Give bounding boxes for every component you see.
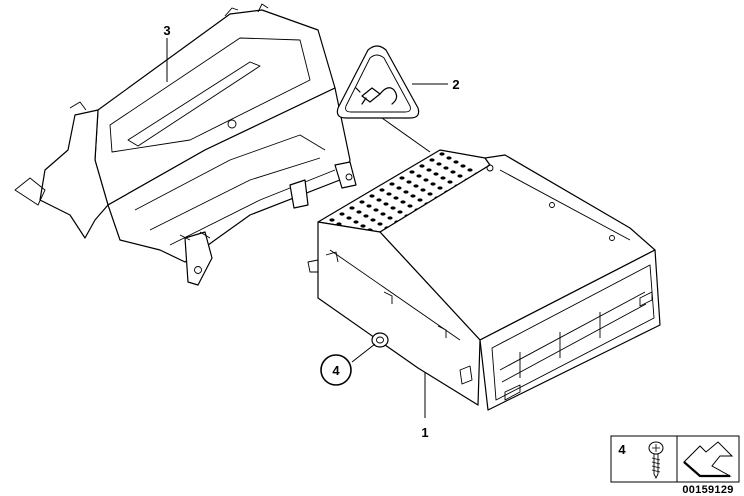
- vent-hole: [419, 164, 425, 168]
- vent-hole: [389, 182, 395, 186]
- callout-2-label: 2: [452, 77, 459, 92]
- vent-hole: [446, 156, 452, 160]
- vent-hole: [379, 188, 385, 192]
- callout-4-label: 4: [332, 363, 340, 378]
- radio-unit: [307, 149, 661, 411]
- vent-hole: [427, 192, 433, 196]
- vent-hole: [440, 176, 446, 180]
- vent-hole: [433, 172, 439, 176]
- callout-3: 3: [163, 23, 170, 38]
- vent-hole: [373, 208, 379, 212]
- vent-hole: [443, 166, 449, 170]
- vent-hole: [413, 184, 419, 188]
- leader-lines: [166, 38, 448, 418]
- vent-hole: [450, 170, 456, 174]
- vent-hole: [400, 200, 406, 204]
- vent-hole: [407, 204, 413, 208]
- vent-hole: [377, 222, 383, 226]
- vent-hole: [397, 210, 403, 214]
- callout-1: 1: [421, 425, 428, 440]
- vent-hole: [457, 174, 463, 178]
- vent-hole: [447, 180, 453, 184]
- vent-hole: [366, 204, 372, 208]
- vent-hole: [353, 220, 359, 224]
- warning-label: [336, 45, 420, 119]
- screw-part: [371, 332, 389, 348]
- callout-3-label: 3: [163, 23, 170, 38]
- vent-hole: [410, 194, 416, 198]
- vent-hole: [439, 152, 445, 156]
- mounting-bracket: [14, 3, 357, 286]
- vent-hole: [436, 162, 442, 166]
- callout-4: 4: [320, 354, 352, 386]
- vent-hole: [346, 216, 352, 220]
- vent-hole: [356, 210, 362, 214]
- reference-number: 00159129: [682, 484, 733, 496]
- vent-hole: [383, 202, 389, 206]
- vent-hole: [406, 180, 412, 184]
- vent-hole: [437, 186, 443, 190]
- vent-hole: [416, 174, 422, 178]
- vent-hole: [339, 212, 345, 216]
- legend-item-label: 4: [618, 442, 626, 457]
- flat-arrow-icon: [683, 441, 734, 478]
- vent-hole: [329, 218, 335, 222]
- vent-hole: [460, 164, 466, 168]
- vent-hole: [363, 214, 369, 218]
- vent-hole: [417, 198, 423, 202]
- plug-icon: [355, 87, 398, 105]
- vent-hole: [420, 188, 426, 192]
- vent-hole: [399, 176, 405, 180]
- vent-hole: [390, 206, 396, 210]
- vent-hole: [423, 178, 429, 182]
- vent-hole: [396, 186, 402, 190]
- vent-hole: [426, 168, 432, 172]
- vent-hole: [386, 192, 392, 196]
- legend-box: 4: [610, 435, 740, 483]
- vent-hole: [430, 182, 436, 186]
- vent-hole: [409, 170, 415, 174]
- vent-hole: [349, 206, 355, 210]
- callout-2: 2: [452, 77, 459, 92]
- vent-hole: [453, 160, 459, 164]
- vent-hole: [380, 212, 386, 216]
- vent-hole: [467, 168, 473, 172]
- screw-icon: [648, 441, 664, 480]
- callout-1-label: 1: [421, 425, 428, 440]
- vent-hole: [370, 218, 376, 222]
- vent-hole: [393, 196, 399, 200]
- vent-hole: [376, 198, 382, 202]
- vent-hole: [369, 194, 375, 198]
- vent-hole: [429, 158, 435, 162]
- vent-hole: [387, 216, 393, 220]
- vent-hole: [403, 190, 409, 194]
- vent-hole: [360, 224, 366, 228]
- vent-hole: [359, 200, 365, 204]
